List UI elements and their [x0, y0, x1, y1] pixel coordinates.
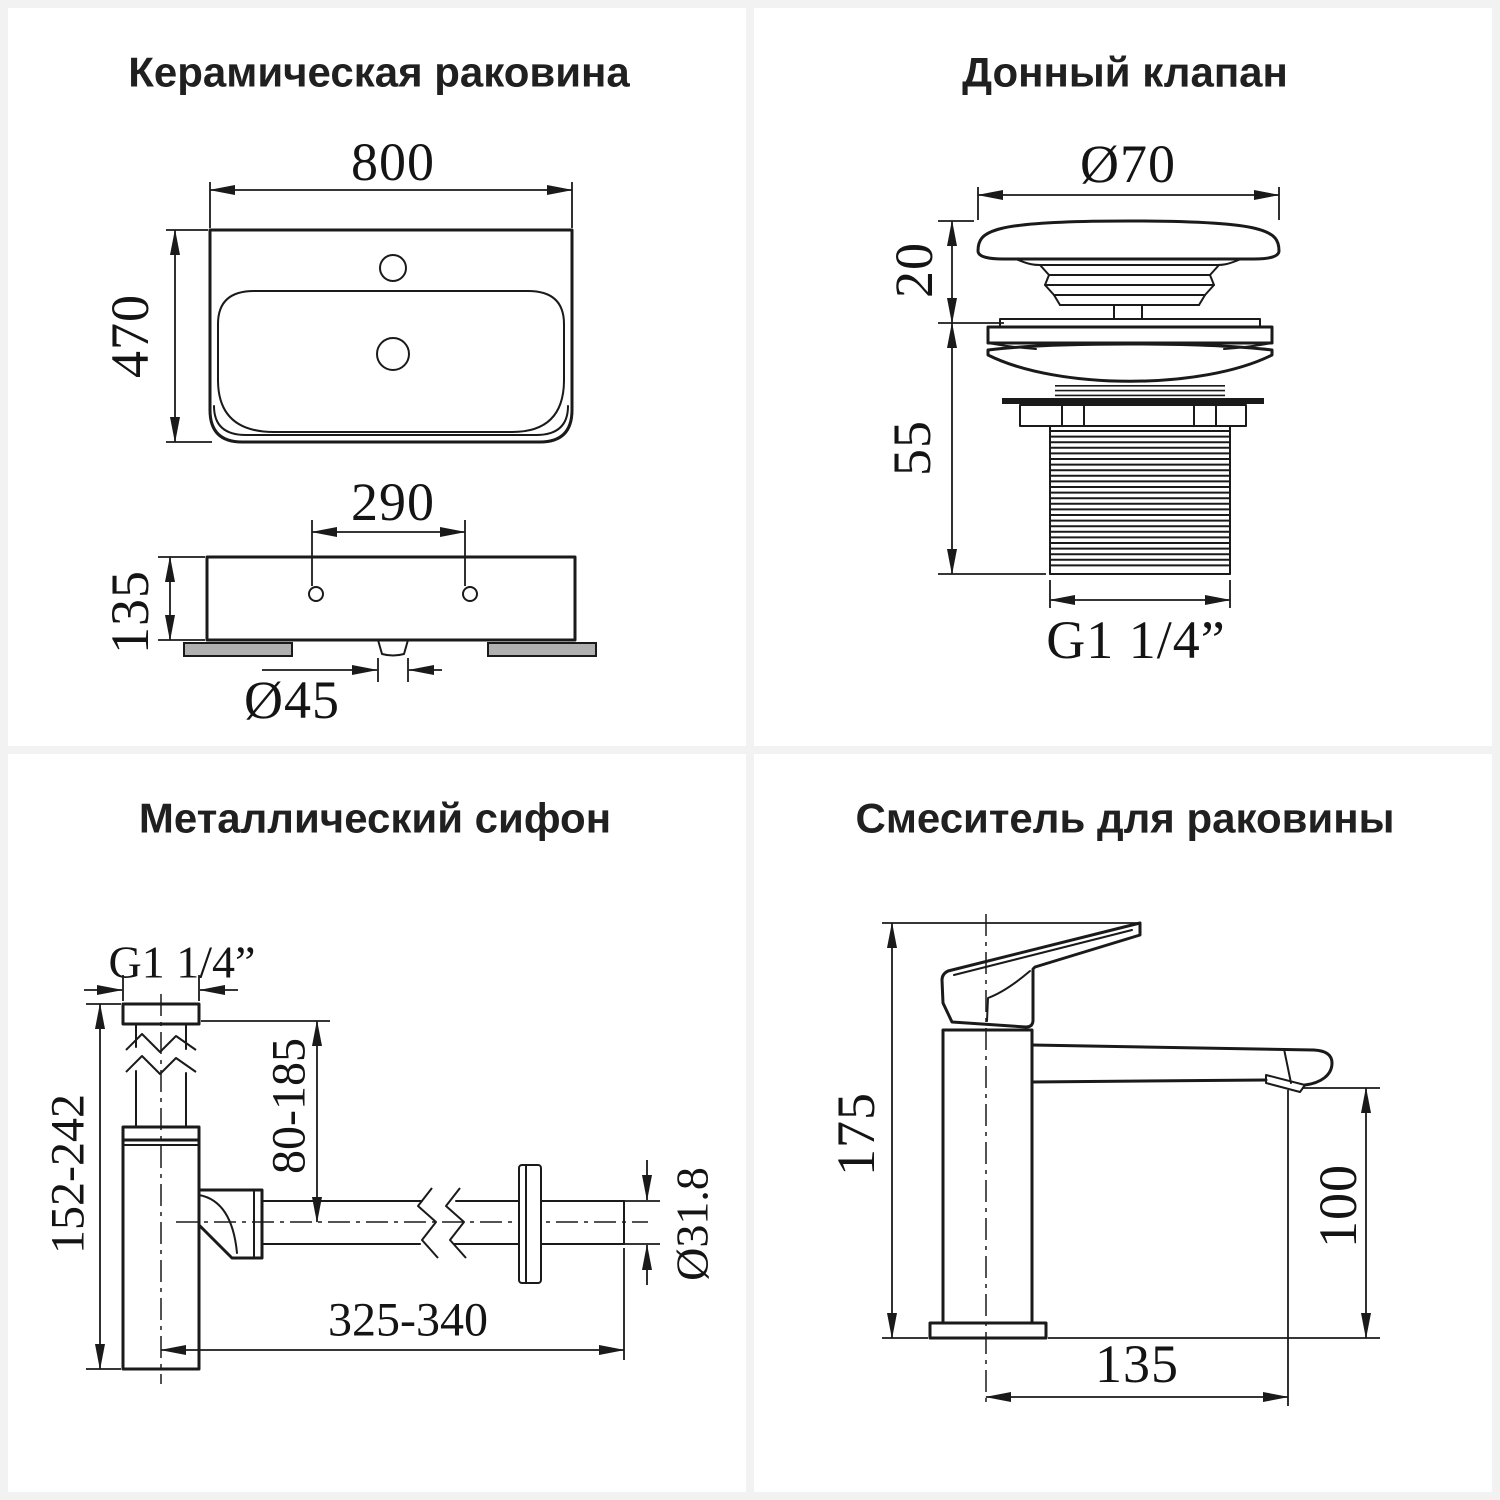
valve-threaded-pipe [1049, 425, 1231, 575]
dim-label-hole-spacing: 290 [351, 472, 435, 532]
aerator [1265, 1074, 1306, 1093]
escutcheon [518, 1164, 542, 1284]
spout-top [1030, 1043, 1334, 1087]
dim-label-pipe-diameter: Ø31.8 [667, 1167, 718, 1281]
dim-siphon-thread-size: G1 1/4” [84, 937, 256, 1001]
dim-sink-height: 135 [100, 556, 205, 654]
break-mark [417, 1187, 439, 1259]
panel-title-valve: Донный клапан [962, 49, 1288, 96]
dim-valve-thread-size: G1 1/4” [1046, 580, 1231, 670]
dim-label-thread-size: G1 1/4” [1046, 610, 1225, 670]
mixer-body [928, 1028, 1048, 1340]
valve-drawing: Донный клапан Ø70 [882, 49, 1288, 671]
sink-drawing: Керамическая раковина 800 470 [100, 49, 630, 731]
dim-label-spout-reach: 135 [1095, 1334, 1179, 1394]
dim-sink-drain: Ø45 [244, 658, 442, 730]
dim-siphon-outlet-height: 80-185 [201, 1020, 330, 1223]
break-mark [125, 1033, 197, 1053]
dim-label-mixer-height: 175 [826, 1092, 886, 1176]
valve-cap [976, 219, 1281, 320]
panel-siphon: Металлический сифон G1 1/4” [8, 754, 746, 1492]
dim-label-cap-diameter: Ø70 [1080, 134, 1176, 194]
dim-label-length: 325-340 [328, 1294, 488, 1347]
dim-valve-thread-length: 55 [882, 322, 1046, 575]
dim-mixer-height: 175 [826, 922, 1140, 1339]
basin-outline [217, 290, 565, 433]
dim-label-cap-height: 20 [884, 242, 944, 298]
panel-title-mixer: Смеситель для раковины [855, 795, 1394, 842]
siphon-drawing: Металлический сифон G1 1/4” [42, 795, 718, 1384]
dim-sink-hole-spacing: 290 [311, 472, 466, 586]
dim-label-sink-width: 800 [351, 132, 435, 192]
dim-mixer-spout-reach: 135 [985, 1090, 1289, 1406]
dim-label-sink-height: 135 [100, 570, 160, 654]
dim-label-spout-height: 100 [1308, 1164, 1368, 1248]
drain-hole [376, 337, 410, 371]
dim-label-sink-depth: 470 [100, 294, 160, 378]
top-plate [986, 325, 1274, 345]
sink-front-view [183, 555, 597, 657]
valve-bowl [986, 342, 1274, 383]
break-mark [125, 1055, 197, 1075]
break-mark [445, 1187, 467, 1259]
panel-mixer: Смеситель для раковины [754, 754, 1492, 1492]
dim-label-outlet-height: 80-185 [263, 1038, 316, 1174]
valve-body [986, 318, 1274, 427]
flange-plate [1002, 398, 1264, 404]
elbow [197, 1188, 264, 1260]
panel-title-sink: Керамическая раковина [128, 49, 630, 96]
dim-valve-cap-height: 20 [884, 220, 1004, 324]
lock-nut [1019, 404, 1247, 427]
right-foot-pad [487, 642, 597, 657]
dim-mixer-spout-height: 100 [1048, 1087, 1380, 1339]
dim-siphon-length: 325-340 [160, 1248, 625, 1360]
siphon-outlet [176, 1164, 648, 1284]
mixer-spout [1030, 1043, 1334, 1093]
body-column [941, 1028, 1034, 1325]
panel-valve: Донный клапан Ø70 [754, 8, 1492, 746]
panel-sink: Керамическая раковина 800 470 [8, 8, 746, 746]
base-plate [928, 1321, 1048, 1340]
dim-siphon-pipe-diameter: Ø31.8 [624, 1160, 718, 1285]
faucet-hole [379, 254, 407, 282]
lever [940, 921, 1142, 1029]
siphon-cup [121, 994, 201, 1384]
dim-sink-width: 800 [209, 132, 573, 228]
left-foot-pad [183, 642, 293, 657]
dim-label-thread-length: 55 [882, 420, 942, 476]
dim-sink-depth: 470 [100, 229, 212, 443]
dim-label-siphon-thread: G1 1/4” [109, 937, 256, 988]
dim-siphon-inlet-height: 152-242 [42, 1003, 121, 1370]
dim-valve-cap-diameter: Ø70 [977, 134, 1280, 220]
panel-title-siphon: Металлический сифон [139, 795, 611, 842]
dim-label-drain: Ø45 [244, 670, 340, 730]
drain-stub [377, 639, 409, 657]
dim-label-inlet-height: 152-242 [42, 1094, 95, 1254]
mixer-drawing: Смеситель для раковины [826, 795, 1395, 1406]
mixer-handle [940, 921, 1142, 1029]
spout-underside [1030, 1078, 1268, 1084]
sink-top-view [208, 228, 574, 444]
